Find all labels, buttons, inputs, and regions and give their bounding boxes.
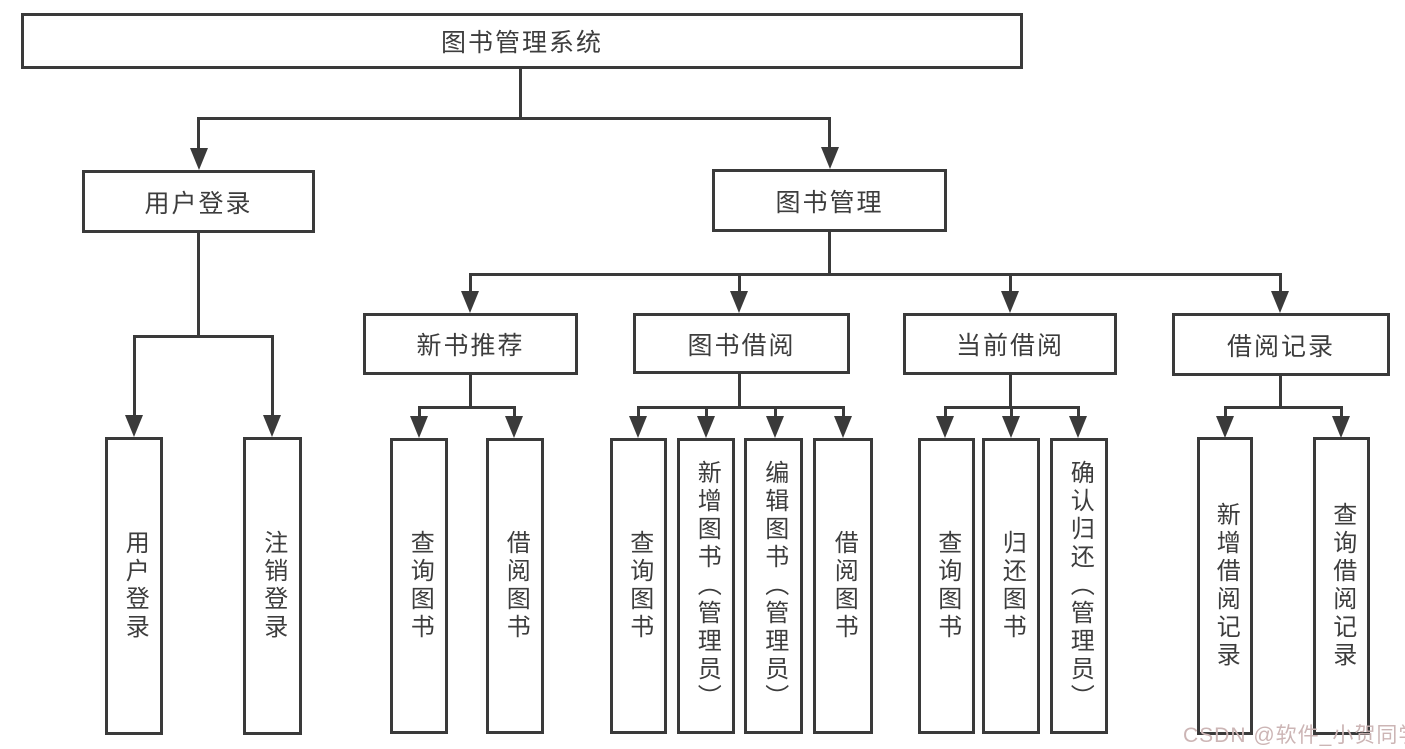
leaf-add-book-admin: 新增图书（管理员） [677, 438, 735, 734]
arrowhead-down-icon [629, 416, 647, 438]
connector-leaf [1077, 406, 1080, 420]
connector-book-management-stub [828, 232, 831, 273]
arrowhead-down-icon [697, 416, 715, 438]
connector-to-leaf-logout [271, 335, 274, 419]
connector-user-login-stub [197, 233, 200, 335]
connector-book-borrowing-bar [637, 406, 845, 409]
connector-to-book-borrowing [738, 273, 741, 295]
connector-to-leaf-user-login [133, 335, 136, 419]
connector-borrowing-records-stub [1279, 376, 1282, 406]
connector-leaf [1010, 406, 1013, 420]
leaf-add-borrow-record: 新增借阅记录 [1197, 437, 1253, 735]
arrowhead-down-icon [263, 415, 281, 437]
connector-borrowing-records-bar [1224, 406, 1343, 409]
connector-leaf [1224, 406, 1227, 420]
connector-new-book-recommend-stub [469, 375, 472, 406]
leaf-query-borrow-record: 查询借阅记录 [1313, 437, 1370, 735]
connector-leaf [418, 406, 421, 420]
leaf-confirm-return-admin: 确认归还（管理员） [1050, 438, 1108, 734]
connector-leaf [1340, 406, 1343, 420]
node-book-management: 图书管理 [712, 169, 947, 232]
leaf-query-book: 查询图书 [610, 438, 667, 734]
arrowhead-down-icon [730, 291, 748, 313]
arrowhead-down-icon [1002, 416, 1020, 438]
connector-new-book-recommend-bar [418, 406, 516, 409]
arrowhead-down-icon [125, 415, 143, 437]
arrowhead-down-icon [1001, 291, 1019, 313]
arrowhead-down-icon [505, 416, 523, 438]
connector-leaf [637, 406, 640, 420]
arrowhead-down-icon [834, 416, 852, 438]
node-new-book-recommend: 新书推荐 [363, 313, 578, 375]
connector-to-user-login [197, 117, 200, 153]
arrowhead-down-icon [936, 416, 954, 438]
node-current-borrowing: 当前借阅 [903, 313, 1117, 375]
leaf-query-book: 查询图书 [390, 438, 448, 734]
connector-root-stub [519, 69, 522, 117]
connector-leaf [944, 406, 947, 420]
csdn-watermark: CSDN @软件_小贺同学 [1183, 724, 1405, 747]
connector-current-borrowing-stub [1009, 375, 1012, 406]
arrowhead-down-icon [461, 291, 479, 313]
arrowhead-down-icon [410, 416, 428, 438]
connector-to-borrowing-records [1279, 273, 1282, 295]
arrowhead-down-icon [1271, 291, 1289, 313]
leaf-query-book: 查询图书 [918, 438, 975, 734]
node-book-borrowing: 图书借阅 [633, 313, 850, 374]
node-borrowing-records: 借阅记录 [1172, 313, 1390, 376]
arrowhead-down-icon [766, 416, 784, 438]
arrowhead-down-icon [821, 147, 839, 169]
leaf-edit-book-admin: 编辑图书（管理员） [744, 438, 803, 734]
connector-leaf [774, 406, 777, 420]
connector-leaf [705, 406, 708, 420]
leaf-logout: 注销登录 [243, 437, 302, 735]
arrowhead-down-icon [1216, 416, 1234, 438]
connector-user-login-bar [133, 335, 274, 338]
connector-root-bar [197, 117, 831, 120]
arrowhead-down-icon [1069, 416, 1087, 438]
connector-leaf [513, 406, 516, 420]
arrowhead-down-icon [190, 148, 208, 170]
node-user-login: 用户登录 [82, 170, 315, 233]
arrowhead-down-icon [1332, 416, 1350, 438]
connector-to-new-book-recommend [469, 273, 472, 295]
connector-to-book-management [828, 117, 831, 153]
leaf-borrow-book: 借阅图书 [813, 438, 873, 734]
leaf-return-book: 归还图书 [982, 438, 1040, 734]
leaf-borrow-book: 借阅图书 [486, 438, 544, 734]
connector-book-borrowing-stub [738, 374, 741, 406]
node-root: 图书管理系统 [21, 13, 1023, 69]
leaf-user-login: 用户登录 [105, 437, 163, 735]
connector-book-management-bar [469, 273, 1282, 276]
connector-leaf [842, 406, 845, 420]
connector-to-current-borrowing [1009, 273, 1012, 295]
